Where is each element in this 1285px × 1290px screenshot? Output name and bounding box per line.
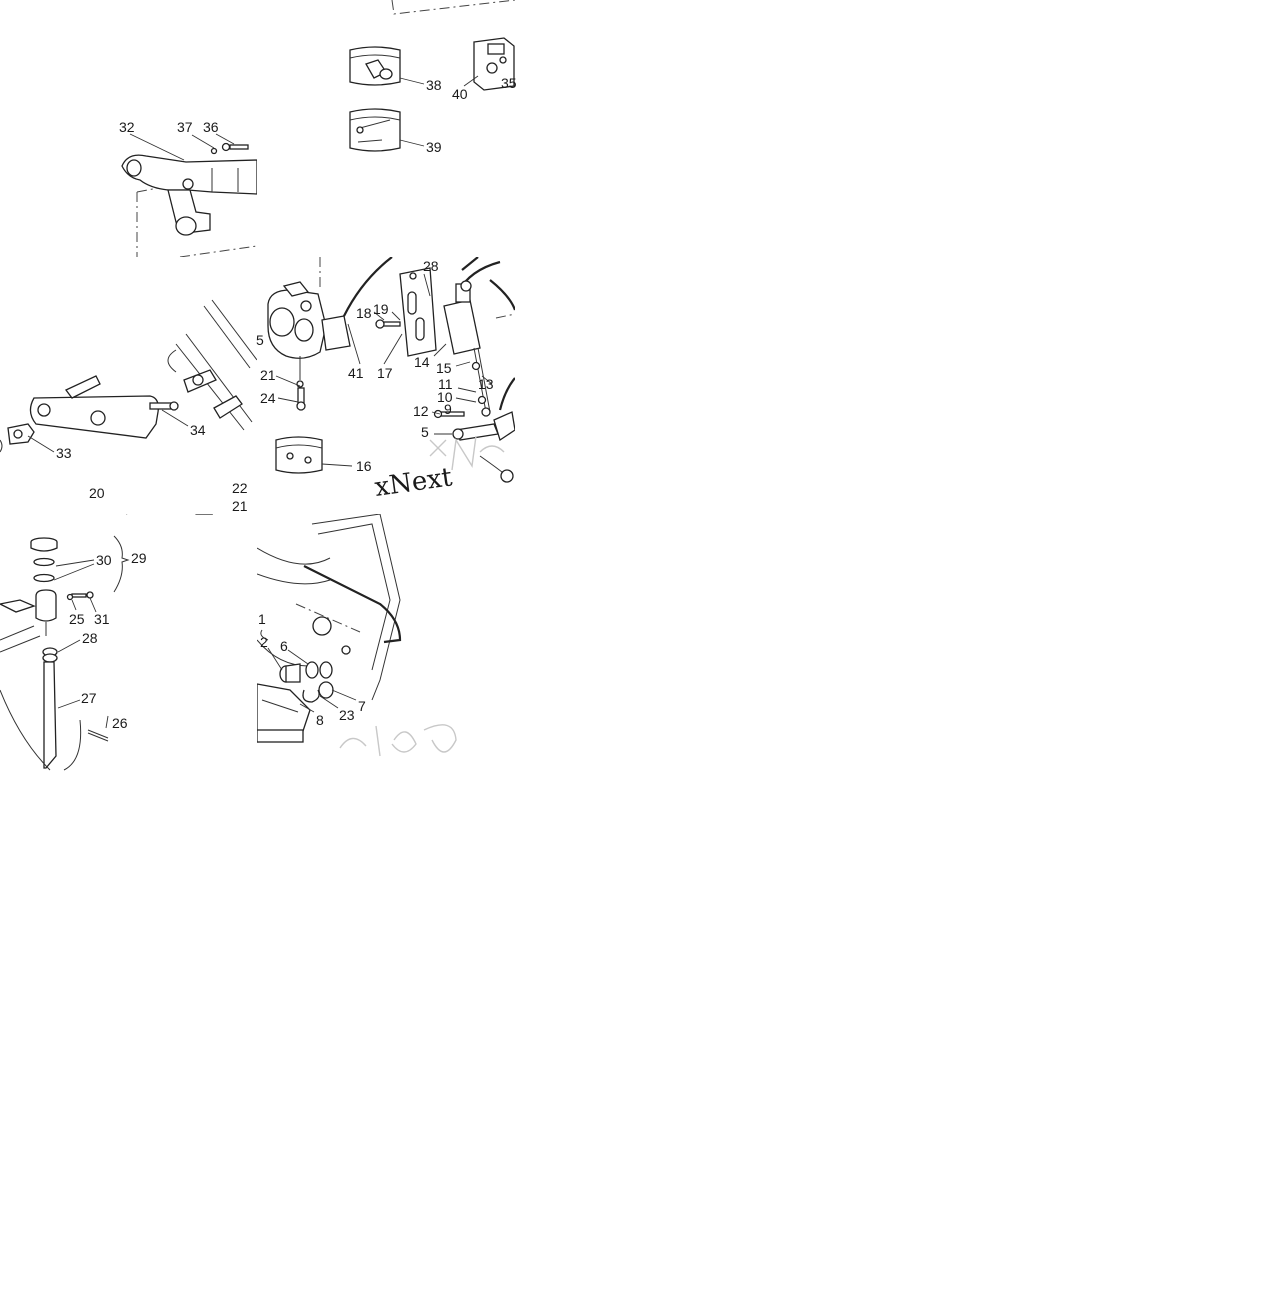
callout-14: 14: [414, 354, 430, 370]
kit-bag-16: [275, 436, 323, 474]
callout-16: 16: [356, 458, 372, 474]
frame-tube: [167, 299, 257, 431]
frame-plate: [257, 514, 402, 701]
pedal-stub: [257, 683, 311, 743]
reservoir-screw: [66, 591, 94, 601]
callout-25: 25: [69, 611, 85, 627]
tile-brake-reservoir: [0, 514, 213, 771]
callout-28-upper: 28: [423, 258, 439, 274]
tile-caliper-master-cylinder: [267, 257, 515, 483]
callout-8: 8: [316, 712, 324, 728]
pivot-bolt: [149, 401, 179, 411]
callout-13: 13: [478, 376, 494, 392]
callout-30: 30: [96, 552, 112, 568]
watermark-brand-text: xNext: [373, 462, 455, 503]
callout-33: 33: [56, 445, 72, 461]
linkage-frame: [479, 455, 514, 483]
callout-40: 40: [452, 86, 468, 102]
callout-38: 38: [426, 77, 442, 93]
callout-9: 9: [444, 401, 452, 417]
reservoir-hose: [43, 661, 57, 769]
footrest-hanger: [29, 369, 243, 439]
reservoir-seals: [33, 557, 55, 583]
callout-1: 1: [258, 611, 266, 627]
callout-19: 19: [373, 301, 389, 317]
watermark-text: [339, 724, 457, 757]
pivot-bushing: [279, 663, 301, 683]
cylinder-mount-plate: [399, 267, 437, 357]
callout-12: 12: [413, 403, 429, 419]
bracket-bolt: [375, 319, 401, 329]
pedal-washer: [210, 147, 218, 155]
pivot-washers: [302, 661, 334, 703]
callout-15: 15: [436, 360, 452, 376]
callout-18: 18: [356, 305, 372, 321]
callout-21-upper: 21: [260, 367, 276, 383]
callout-29: 29: [131, 550, 147, 566]
callout-5-upper: 5: [256, 332, 264, 348]
callout-20: 20: [89, 485, 105, 501]
reservoir-hose-top: [126, 514, 213, 515]
callout-26: 26: [112, 715, 128, 731]
callout-28-lower: 28: [82, 630, 98, 646]
brake-pedal-arm: [121, 154, 257, 236]
bleed-screw: [296, 387, 306, 411]
pedal-bolt: [221, 142, 249, 152]
tile-footrest-bracket: [0, 299, 257, 453]
callout-27: 27: [81, 690, 97, 706]
callout-22: 22: [232, 480, 248, 496]
callout-37: 37: [177, 119, 193, 135]
callout-31: 31: [94, 611, 110, 627]
callout-36: 36: [203, 119, 219, 135]
tile-brake-pedal: [121, 133, 257, 257]
callout-41: 41: [348, 365, 364, 381]
callout-7: 7: [358, 698, 366, 714]
callout-34: 34: [190, 422, 206, 438]
hose-clip: [42, 647, 58, 663]
brake-pad-set: [473, 37, 515, 91]
callout-labels: 38 40 35 39 32 37 36 34 33 28 18 19 5 21…: [56, 75, 517, 731]
reservoir-body: [0, 589, 57, 636]
callout-32: 32: [119, 119, 135, 135]
callout-23: 23: [339, 707, 355, 723]
callout-10: 10: [437, 389, 453, 405]
callout-39: 39: [426, 139, 442, 155]
spring-pin: [87, 729, 109, 742]
callout-5-lower: 5: [421, 424, 429, 440]
reservoir-cap: [30, 537, 58, 552]
callout-35: 35: [501, 75, 517, 91]
callout-2: 2: [260, 634, 268, 650]
frame-rail: [0, 625, 82, 771]
kit-bag-39: [349, 108, 401, 152]
tile-pedal-pivot: [257, 514, 457, 757]
brake-caliper: [267, 281, 351, 388]
callout-21-lower: 21: [232, 498, 248, 514]
pushrod-clevis: [452, 411, 515, 442]
callout-17: 17: [377, 365, 393, 381]
callout-6: 6: [280, 638, 288, 654]
watermark-logo: [429, 435, 505, 471]
footpeg-rubber: [0, 423, 35, 453]
master-cylinder: [443, 280, 491, 417]
callout-11: 11: [438, 376, 453, 392]
callout-24: 24: [260, 390, 276, 406]
tile-hardware-kits: [349, 0, 515, 152]
kit-bag-38: [349, 46, 401, 86]
